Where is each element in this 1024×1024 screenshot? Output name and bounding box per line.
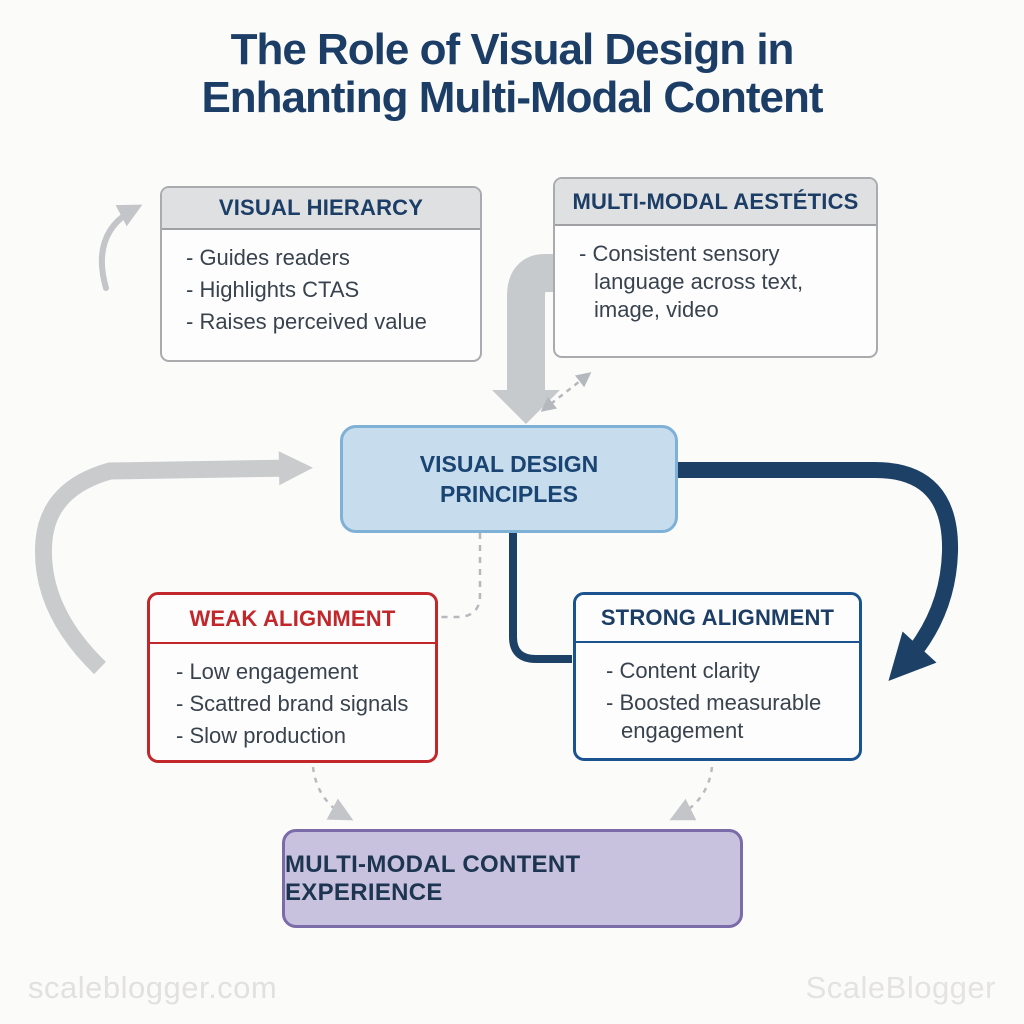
- list-item: - Raises perceived value: [186, 309, 427, 334]
- strong-alignment-box: STRONG ALIGNMENT - Content clarity - Boo…: [573, 592, 862, 761]
- dashed-strong-to-experience: [669, 766, 714, 821]
- footer-brand-name: ScaleBlogger: [805, 970, 996, 1005]
- content-experience-label: MULTI-MODAL CONTENT EXPERIENCE: [285, 850, 581, 906]
- weak-alignment-list: - Low engagement - Scattred brand signal…: [150, 658, 435, 750]
- dashed-weak-to-experience: [311, 766, 354, 821]
- page-title-line2: Enhanting Multi-Modal Content: [201, 73, 823, 122]
- visual-design-principles-label: VISUAL DESIGN PRINCIPLES: [419, 451, 599, 507]
- content-experience-box: MULTI-MODAL CONTENT EXPERIENCE: [282, 829, 743, 928]
- strong-alignment-list: - Content clarity - Boosted measurable e…: [576, 657, 859, 745]
- thick-down-arrow-head: [492, 390, 560, 424]
- list-item: - Scattred brand signals: [176, 691, 409, 716]
- big-left-curve-arrow: [34, 451, 313, 675]
- list-item: - Guides readers: [186, 245, 350, 270]
- list-item: - Low engagement: [176, 659, 359, 684]
- big-navy-curve-arrow: [677, 462, 959, 681]
- thick-down-arrow-body: [507, 254, 564, 392]
- multi-modal-aesthetics-box: MULTI-MODAL AESTÉTICS - Consistent senso…: [553, 177, 878, 358]
- strong-alignment-header: STRONG ALIGNMENT: [576, 595, 859, 643]
- weak-alignment-header: WEAK ALIGNMENT: [150, 595, 435, 644]
- navy-elbow-connector: [509, 533, 572, 663]
- list-item: - Content clarity: [606, 658, 761, 683]
- visual-hierarchy-list: - Guides readers - Highlights CTAS - Rai…: [162, 244, 480, 336]
- dashed-elbow-connector: [437, 533, 482, 619]
- visual-hierarchy-box: VISUAL HIERARCY - Guides readers - Highl…: [160, 186, 482, 362]
- list-item: - Boosted measurable engagement: [606, 690, 822, 743]
- page-title: The Role of Visual Design in Enhanting M…: [0, 26, 1024, 122]
- visual-design-principles-box: VISUAL DESIGN PRINCIPLES: [340, 425, 678, 533]
- list-item: - Consistent sensory language across tex…: [579, 241, 804, 322]
- visual-hierarchy-header: VISUAL HIERARCY: [162, 188, 480, 230]
- multi-modal-aesthetics-header: MULTI-MODAL AESTÉTICS: [555, 179, 876, 226]
- multi-modal-aesthetics-list: - Consistent sensory language across tex…: [555, 240, 876, 324]
- list-item: - Slow production: [176, 723, 346, 748]
- curved-intro-arrow: [98, 204, 143, 291]
- footer-site-url: scaleblogger.com: [28, 970, 278, 1005]
- page-title-line1: The Role of Visual Design in: [230, 25, 795, 74]
- list-item: - Highlights CTAS: [186, 277, 360, 302]
- weak-alignment-box: WEAK ALIGNMENT - Low engagement - Scattr…: [147, 592, 438, 763]
